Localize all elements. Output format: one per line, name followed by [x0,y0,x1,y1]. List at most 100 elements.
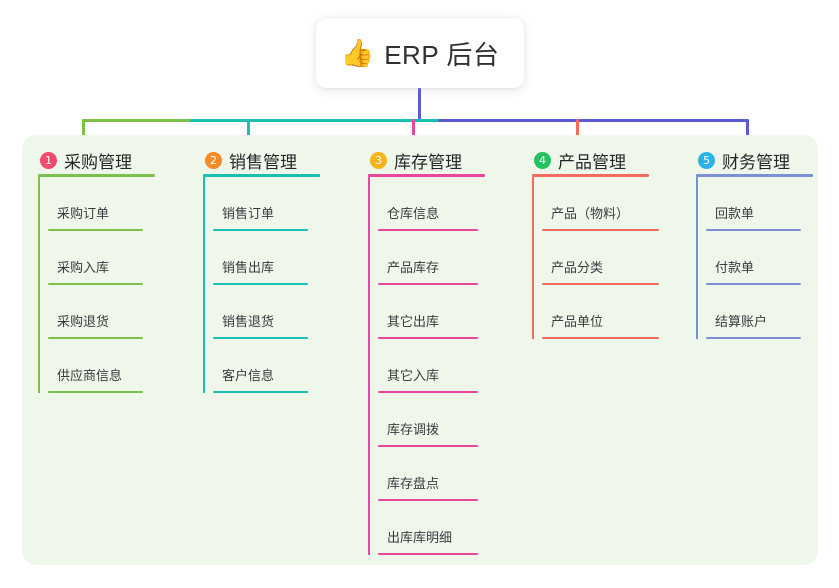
branch-header-underline [368,174,485,177]
branch-item[interactable]: 库存调拨 [360,393,487,447]
branch-item[interactable]: 其它出库 [360,285,487,339]
branch-item[interactable]: 销售出库 [195,231,322,285]
branch-title: 采购管理 [64,152,132,172]
branch-column-2: 2 销售管理销售订单销售出库销售退货客户信息 [195,143,322,393]
branch-item-underline [48,229,143,231]
branch-number-badge: 3 [370,151,387,169]
segment-green [82,119,192,122]
branch-item-underline [48,283,143,285]
branch-number-badge: 5 [698,151,715,169]
branch-item-label: 其它出库 [387,314,440,329]
branch-header-2[interactable]: 2 销售管理 [195,143,322,177]
branch-item[interactable]: 出库库明细 [360,501,487,555]
drop-product [576,119,579,147]
branch-item-label: 销售出库 [222,260,275,275]
branch-item[interactable]: 供应商信息 [30,339,157,393]
branch-item-label: 结算账户 [715,314,768,329]
drop-inventory [412,119,415,147]
branch-item[interactable]: 客户信息 [195,339,322,393]
branch-item-label: 产品分类 [551,260,604,275]
branch-header-underline [696,174,813,177]
segment-blue [438,119,748,122]
root-node-title: ERP 后台 [384,39,500,70]
branch-item[interactable]: 采购入库 [30,231,157,285]
branch-item-underline [378,229,478,231]
branch-item-underline [542,337,659,339]
branch-item-underline [213,283,308,285]
branch-item-label: 销售订单 [222,206,275,221]
branch-title: 销售管理 [229,152,297,172]
branch-item-list: 采购订单采购入库采购退货供应商信息 [30,177,157,393]
branch-item-label: 付款单 [715,260,755,275]
branch-item[interactable]: 产品库存 [360,231,487,285]
drop-purchase [82,119,85,147]
root-connector-stem [418,88,421,122]
branch-header-underline [203,174,320,177]
branch-item[interactable]: 销售退货 [195,285,322,339]
branch-item-label: 采购订单 [57,206,110,221]
branch-item-underline [378,391,478,393]
branch-item-list: 销售订单销售出库销售退货客户信息 [195,177,322,393]
branch-item[interactable]: 销售订单 [195,177,322,231]
branch-title: 财务管理 [722,152,790,172]
branch-item[interactable]: 仓库信息 [360,177,487,231]
branch-item-label: 其它入库 [387,368,440,383]
drop-sales [247,119,250,147]
branch-item-underline [213,391,308,393]
branch-item[interactable]: 采购订单 [30,177,157,231]
branch-column-3: 3 库存管理仓库信息产品库存其它出库其它入库库存调拨库存盘点出库库明细 [360,143,487,555]
branch-item[interactable]: 付款单 [688,231,815,285]
branch-item-underline [48,391,143,393]
branch-header-5[interactable]: 5 财务管理 [688,143,815,177]
branch-item-label: 回款单 [715,206,755,221]
root-node-erp-backend[interactable]: 👍 ERP 后台 [316,18,524,88]
branch-item-underline [213,337,308,339]
branch-item-label: 出库库明细 [387,530,453,545]
branch-item[interactable]: 产品分类 [524,231,659,285]
branches-panel [22,135,818,565]
branch-item-underline [48,337,143,339]
branch-column-5: 5 财务管理回款单付款单结算账户 [688,143,815,339]
branch-item-underline [213,229,308,231]
branch-header-3[interactable]: 3 库存管理 [360,143,487,177]
branch-item-label: 产品库存 [387,260,440,275]
branch-item-label: 采购入库 [57,260,110,275]
branch-item[interactable]: 库存盘点 [360,447,487,501]
segment-teal [190,119,440,122]
branch-title: 库存管理 [394,152,462,172]
branch-spine [532,177,534,339]
branch-item-label: 产品单位 [551,314,604,329]
branch-item[interactable]: 结算账户 [688,285,815,339]
branch-item-underline [706,229,801,231]
branch-item-label: 产品（物料） [551,206,630,221]
branch-header-underline [532,174,649,177]
branch-item-underline [378,553,478,555]
branch-item-underline [706,283,801,285]
branch-item[interactable]: 产品（物料） [524,177,659,231]
branch-spine [368,177,370,555]
branch-item[interactable]: 产品单位 [524,285,659,339]
branch-item-underline [378,499,478,501]
branch-number-badge: 2 [205,151,222,169]
branch-item-label: 销售退货 [222,314,275,329]
branch-spine [203,177,205,393]
branch-item-underline [706,337,801,339]
branch-item-label: 采购退货 [57,314,110,329]
branch-item-underline [542,229,659,231]
branch-item[interactable]: 回款单 [688,177,815,231]
branch-item-list: 回款单付款单结算账户 [688,177,815,339]
branch-item-underline [378,445,478,447]
branch-item-label: 供应商信息 [57,368,123,383]
branch-item-label: 库存盘点 [387,476,440,491]
branch-item[interactable]: 采购退货 [30,285,157,339]
branch-item[interactable]: 其它入库 [360,339,487,393]
branch-spine [38,177,40,393]
branch-header-underline [38,174,155,177]
branch-number-badge: 4 [534,151,551,169]
branch-item-underline [378,283,478,285]
